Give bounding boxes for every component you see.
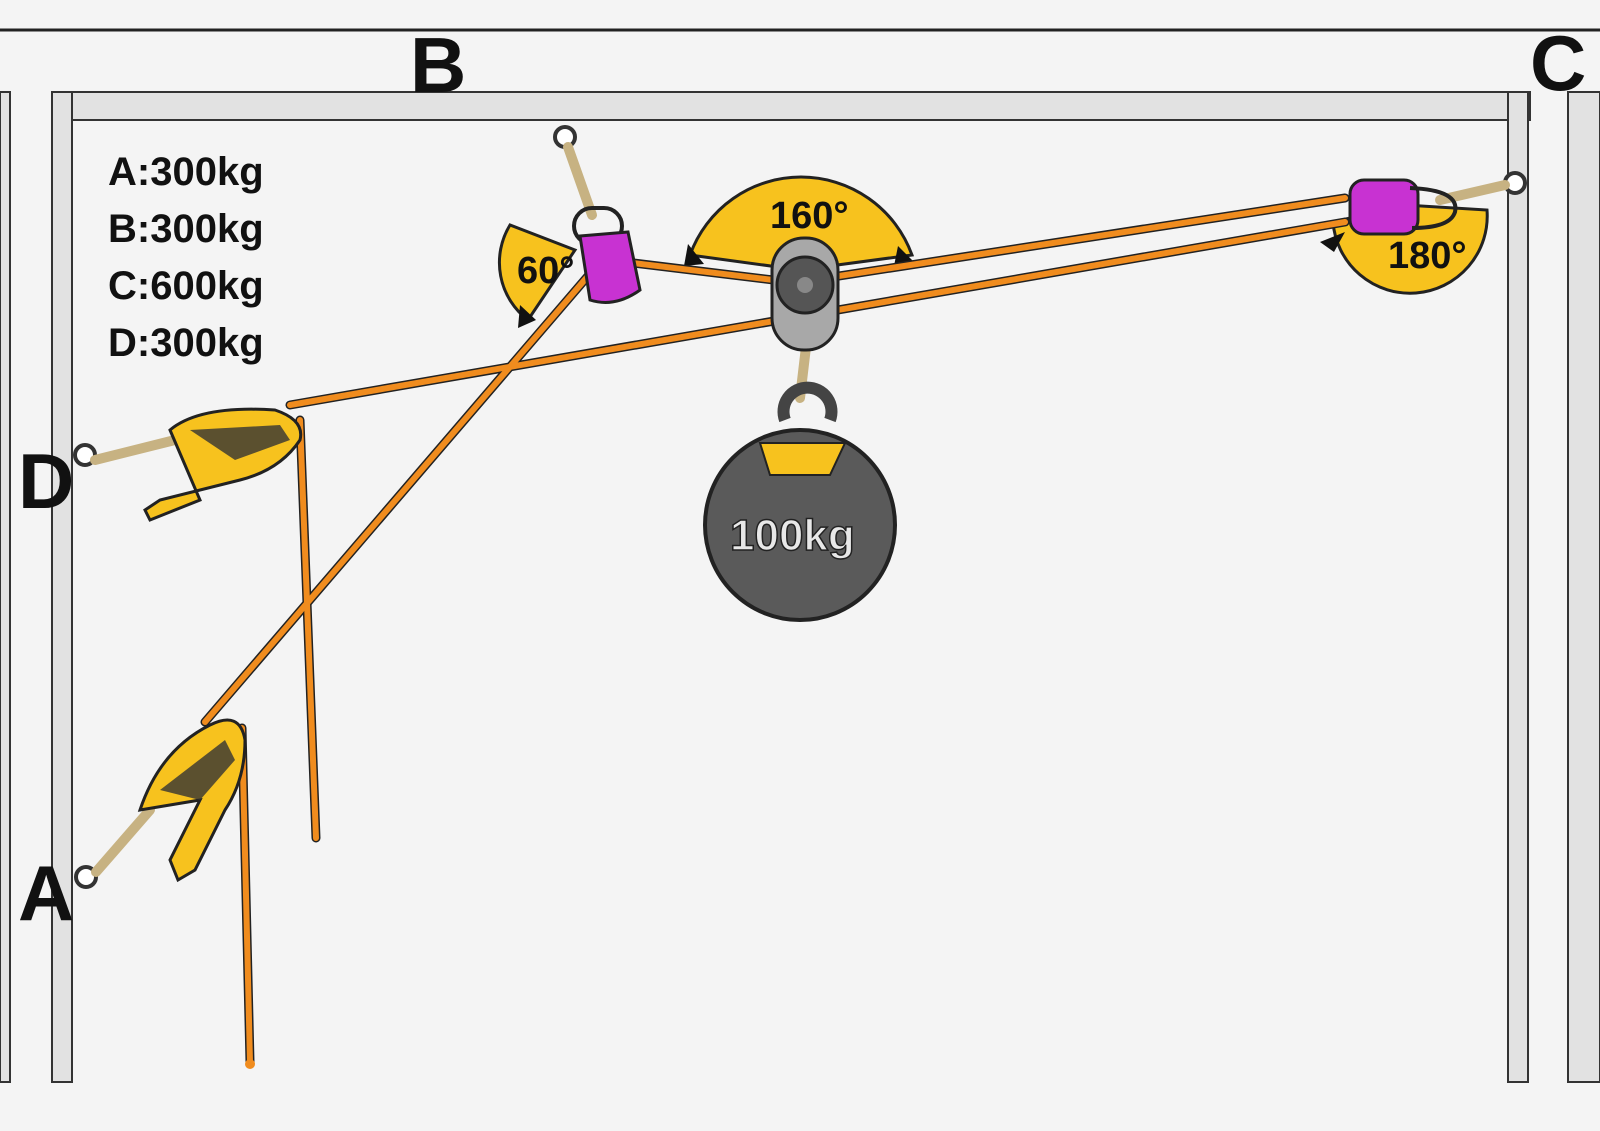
legend-item-d: D:300kg	[108, 321, 264, 365]
anchor-label-c: C	[1530, 19, 1586, 107]
frame	[0, 28, 1600, 1083]
angle-wedge-center	[684, 175, 915, 272]
legend-item-b: B:300kg	[108, 207, 264, 251]
weight	[703, 381, 897, 622]
angle-label-left: 60°	[517, 250, 574, 292]
angle-wedge-left	[497, 223, 578, 328]
anchor-label-d: D	[18, 437, 74, 525]
legend-item-a: A:300kg	[108, 150, 264, 194]
anchor-label-a: A	[18, 849, 74, 937]
pulley	[770, 236, 840, 352]
angle-label-center: 160°	[770, 195, 849, 237]
legend-item-c: C:600kg	[108, 264, 264, 308]
rope-grab-a	[137, 718, 247, 883]
carabiner-b	[572, 206, 642, 304]
weight-label: 100kg	[730, 511, 855, 560]
anchor-label-b: B	[410, 21, 466, 109]
rope-grab-d	[143, 407, 303, 522]
load-legend: A:300kg B:300kg C:600kg D:300kg	[108, 150, 264, 365]
carabiner-c	[1348, 178, 1458, 236]
angle-label-right: 180°	[1388, 235, 1467, 277]
